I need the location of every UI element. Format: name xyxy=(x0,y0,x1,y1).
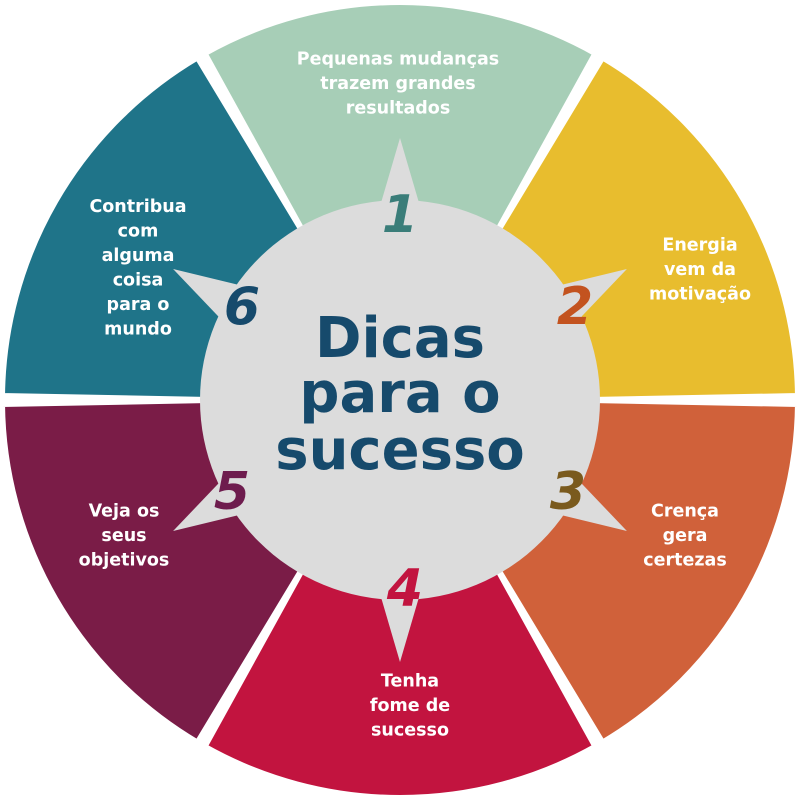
segment-6-label-line-4: coisa xyxy=(113,270,164,290)
segment-3-label: Crença gera certezas xyxy=(643,502,727,571)
segment-4-label-line-1: Tenha xyxy=(381,672,439,692)
star-point-4 xyxy=(377,584,423,662)
segment-2-label-line-1: Energia xyxy=(662,236,737,256)
segment-number-3: 3 xyxy=(550,462,586,522)
segment-2-label-line-3: motivação xyxy=(649,285,751,305)
segment-number-6: 6 xyxy=(224,277,260,337)
segment-6-label-line-3: alguma xyxy=(102,246,175,266)
segment-5-label-line-3: objetivos xyxy=(79,551,170,571)
segment-6-label: Contribua com alguma coisa para o mundo xyxy=(89,197,186,340)
segment-6-label-line-2: com xyxy=(118,221,159,241)
segment-number-5: 5 xyxy=(214,462,250,522)
segment-1-label-line-3: resultados xyxy=(346,99,451,119)
segment-4-label-line-2: fome de xyxy=(370,696,450,716)
center-title-line-1: Dicas xyxy=(315,306,485,371)
segment-number-4: 4 xyxy=(386,559,423,619)
segment-number-2: 2 xyxy=(557,277,593,337)
star-point-1 xyxy=(377,138,423,216)
segment-3-label-line-2: gera xyxy=(663,526,708,546)
segment-1-label-line-1: Pequenas mudanças xyxy=(297,50,499,70)
center-title-line-2: para o xyxy=(299,361,500,426)
segment-2-label: Energia vem da motivação xyxy=(649,236,751,305)
segment-4-label: Tenha fome de sucesso xyxy=(370,672,450,741)
center-title-line-3: sucesso xyxy=(275,418,525,483)
segment-5-label: Veja os seus objetivos xyxy=(79,502,170,571)
segment-1-label: Pequenas mudanças trazem grandes resultado… xyxy=(297,50,499,119)
segment-1-label-line-2: trazem grandes xyxy=(320,74,475,94)
center-group: Dicas para o sucesso 1 2 3 4 5 6 xyxy=(173,138,627,662)
segment-6-label-line-5: para o xyxy=(107,295,170,315)
segment-5-label-line-1: Veja os xyxy=(89,502,160,522)
segment-1 xyxy=(200,0,600,239)
center-circle xyxy=(200,200,600,600)
segment-3-label-line-1: Crença xyxy=(651,502,719,522)
segment-3-label-line-3: certezas xyxy=(643,551,727,571)
segment-number-1: 1 xyxy=(382,185,418,245)
segment-4-label-line-3: sucesso xyxy=(371,721,449,741)
segment-2-label-line-2: vem da xyxy=(664,260,736,280)
segment-6-label-line-1: Contribua xyxy=(89,197,186,217)
segment-5-label-line-2: seus xyxy=(101,526,146,546)
segment-4 xyxy=(200,561,600,799)
segment-6-label-line-6: mundo xyxy=(104,319,172,339)
center-title: Dicas para o sucesso xyxy=(275,306,525,483)
